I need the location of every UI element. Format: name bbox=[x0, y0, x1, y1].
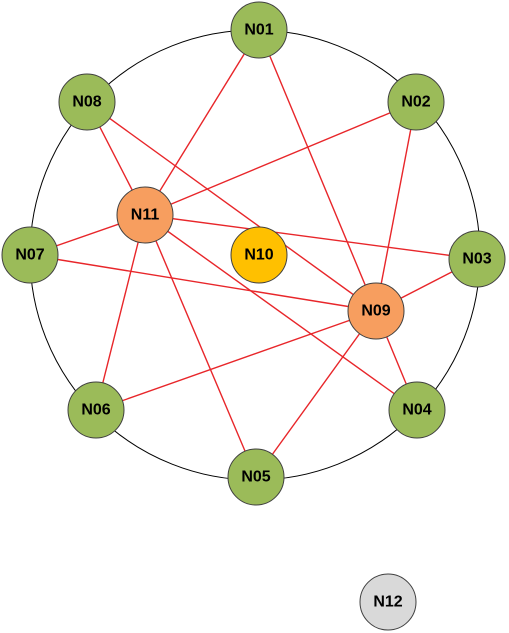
edge-n06-n11 bbox=[95, 214, 146, 411]
node-n07: N07 bbox=[1, 226, 59, 284]
node-n06: N06 bbox=[67, 381, 125, 439]
node-circle bbox=[448, 230, 506, 288]
edge-n04-n11 bbox=[144, 214, 418, 411]
node-circle bbox=[347, 282, 405, 340]
node-circle bbox=[1, 226, 59, 284]
node-circle bbox=[116, 186, 174, 244]
node-circle bbox=[227, 448, 285, 506]
node-circle bbox=[67, 381, 125, 439]
node-n04: N04 bbox=[388, 381, 446, 439]
node-label: N01 bbox=[244, 22, 273, 39]
node-n01: N01 bbox=[230, 1, 288, 59]
node-circle bbox=[230, 226, 288, 284]
node-n08: N08 bbox=[58, 73, 116, 131]
node-circle bbox=[58, 73, 116, 131]
edge-n03-n11 bbox=[144, 214, 478, 260]
node-label: N07 bbox=[15, 247, 44, 264]
node-n02: N02 bbox=[387, 73, 445, 131]
node-n09: N09 bbox=[347, 282, 405, 340]
edge-n05-n09 bbox=[255, 310, 377, 478]
node-circle bbox=[387, 73, 445, 131]
node-n03: N03 bbox=[448, 230, 506, 288]
node-label: N06 bbox=[81, 402, 110, 419]
node-label: N09 bbox=[361, 303, 390, 320]
edge-n08-n09 bbox=[86, 101, 377, 312]
node-n12: N12 bbox=[359, 573, 417, 631]
node-label: N05 bbox=[241, 469, 270, 486]
edge-n06-n09 bbox=[95, 310, 377, 411]
node-label: N08 bbox=[72, 94, 101, 111]
node-n05: N05 bbox=[227, 448, 285, 506]
edge-n07-n09 bbox=[29, 254, 377, 312]
node-label: N12 bbox=[373, 594, 402, 611]
node-label: N11 bbox=[131, 207, 160, 224]
edge-n02-n09 bbox=[375, 101, 417, 312]
node-circle bbox=[359, 573, 417, 631]
node-label: N03 bbox=[462, 251, 491, 268]
edge-n05-n11 bbox=[144, 214, 257, 478]
node-circle bbox=[388, 381, 446, 439]
node-label: N02 bbox=[401, 94, 430, 111]
edge-n01-n09 bbox=[258, 29, 377, 312]
node-label: N04 bbox=[402, 402, 431, 419]
node-label: N10 bbox=[244, 247, 273, 264]
node-n10: N10 bbox=[230, 226, 288, 284]
edge-n01-n11 bbox=[144, 29, 260, 216]
edge-n02-n11 bbox=[144, 101, 417, 216]
node-circle bbox=[230, 1, 288, 59]
node-n11: N11 bbox=[116, 186, 174, 244]
